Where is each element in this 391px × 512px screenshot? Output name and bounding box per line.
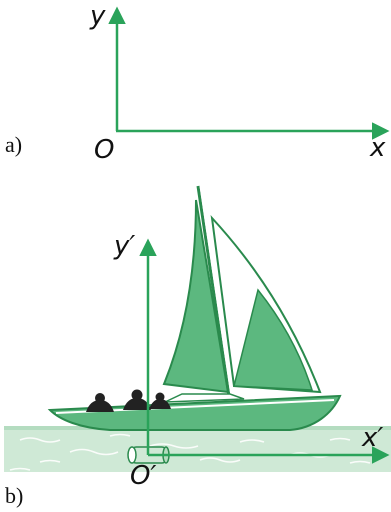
part-label-a: a) xyxy=(5,132,22,157)
water-waves xyxy=(9,433,371,471)
passengers xyxy=(86,389,171,412)
hull xyxy=(47,394,342,431)
cabin xyxy=(164,393,245,403)
x-axis-label-a: x xyxy=(369,133,386,163)
origin-label-a: O xyxy=(94,135,114,165)
frame-b: y′ O′ x′ b) xyxy=(4,185,391,508)
frame-a: y O x a) xyxy=(5,1,390,165)
y-axis-label-a: y xyxy=(89,1,106,31)
mast-highlight xyxy=(199,185,232,397)
x-axis-label-b: x′ xyxy=(361,423,383,453)
mast xyxy=(196,185,231,397)
y-axis-label-b: y′ xyxy=(113,231,135,261)
origin-label-b: O′ xyxy=(130,461,156,491)
jib-shaded xyxy=(233,288,314,391)
mainsail xyxy=(162,199,230,394)
part-label-b: b) xyxy=(5,483,23,508)
water-surface xyxy=(4,428,391,472)
